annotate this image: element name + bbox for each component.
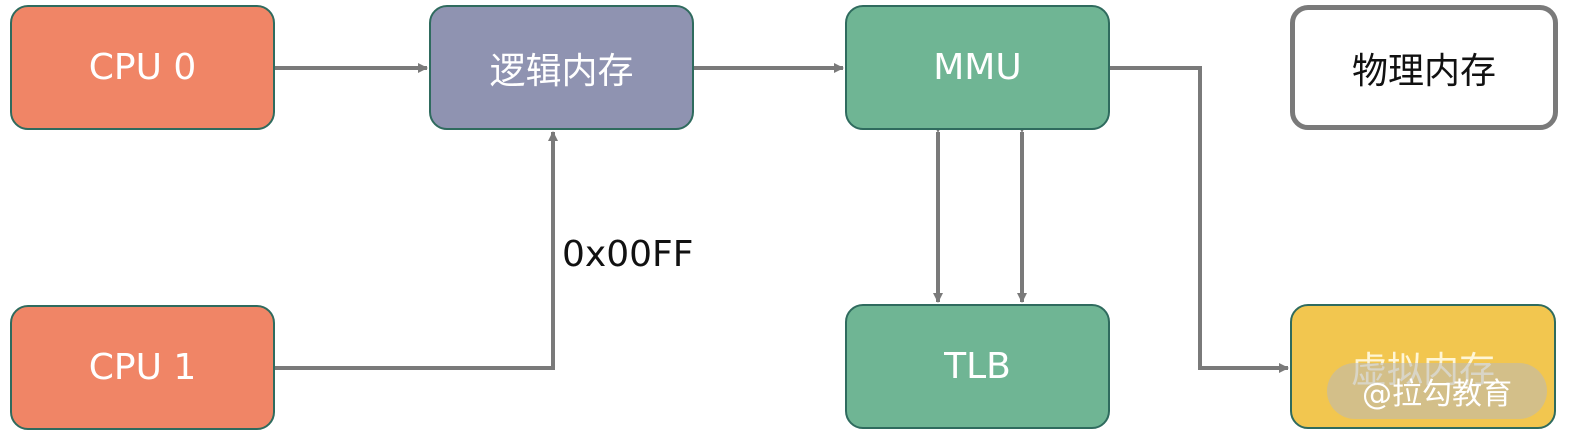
physical-memory-node: 物理内存	[1290, 5, 1558, 130]
logical-memory-node: 逻辑内存	[429, 5, 694, 130]
cpu1-label: CPU 1	[88, 347, 197, 388]
tlb-node: TLB	[845, 304, 1110, 429]
tlb-label: TLB	[944, 346, 1011, 387]
address-label: 0x00FF	[562, 234, 694, 275]
cpu0-node: CPU 0	[10, 5, 275, 130]
mmu-node: MMU	[845, 5, 1110, 130]
mmu-label: MMU	[933, 47, 1022, 88]
logical-memory-label: 逻辑内存	[489, 50, 634, 92]
cpu0-label: CPU 0	[88, 47, 197, 88]
arrow-cpu1-to-logical	[275, 131, 558, 370]
watermark: @拉勾教育	[1327, 363, 1547, 419]
arrow-mmu-to-virtual	[1110, 66, 1289, 373]
cpu1-node: CPU 1	[10, 305, 275, 430]
physical-memory-label: 物理内存	[1351, 50, 1496, 92]
